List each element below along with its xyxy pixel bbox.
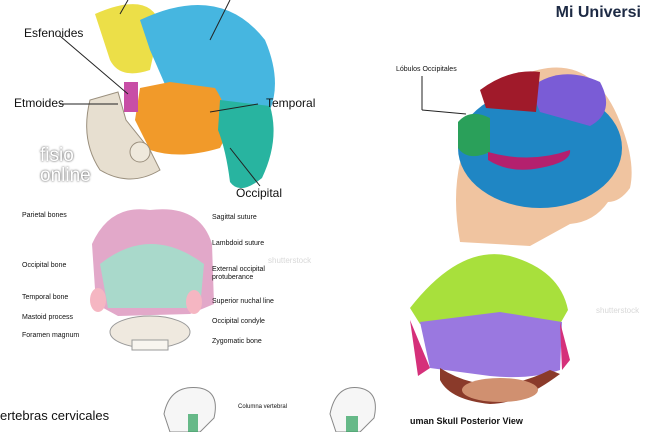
label-protuberance: protuberance xyxy=(212,274,253,281)
skull-posterior-labeled-image[interactable]: Parietal bones Occipital bone Temporal b… xyxy=(0,204,325,370)
label-occipital-bone: Occipital bone xyxy=(22,262,66,269)
label-temporal-bone: Temporal bone xyxy=(22,294,68,301)
label-lambdoid-suture: Lambdoid suture xyxy=(212,240,264,247)
label-temporal: Temporal xyxy=(266,96,315,110)
brand-title: Mi Universi xyxy=(556,4,641,22)
label-etmoides: Etmoides xyxy=(14,96,64,110)
watermark-2: shutterstock xyxy=(596,306,639,315)
label-parietal-bones: Parietal bones xyxy=(22,212,67,219)
label-zygomatic-bone: Zygomatic bone xyxy=(212,338,262,345)
brain-lobes-image[interactable]: Lóbulos Occipitales xyxy=(380,52,649,246)
label-external-occipital: External occipital xyxy=(212,266,265,273)
cervical-drawing xyxy=(160,374,400,432)
cervical-text-tile[interactable]: ertebras cervicales xyxy=(0,374,160,432)
skull-posterior-colored-drawing xyxy=(400,250,649,432)
label-foramen-magnum: Foramen magnum xyxy=(22,332,79,339)
brain-lobes-drawing xyxy=(380,52,649,246)
label-lobulos-occipitales: Lóbulos Occipitales xyxy=(396,66,457,73)
label-occipital: Occipital xyxy=(236,186,282,200)
label-skull-posterior-view: uman Skull Posterior View xyxy=(410,416,523,426)
label-columna-vertebral: Columna vertebral xyxy=(238,404,287,410)
fisio-online-logo: fisio online xyxy=(18,146,108,192)
label-sagittal-suture: Sagittal suture xyxy=(212,214,257,221)
label-mastoid-process: Mastoid process xyxy=(22,314,73,321)
logo-line2: online xyxy=(40,166,91,185)
skull-lateral-image[interactable]: Esfenoides Etmoides Temporal Occipital f… xyxy=(0,0,325,202)
cervical-images-tile[interactable]: Columna vertebral xyxy=(160,374,400,432)
label-superior-nuchal-line: Superior nuchal line xyxy=(212,298,274,305)
label-esfenoides: Esfenoides xyxy=(24,26,83,40)
label-occipital-condyle: Occipital condyle xyxy=(212,318,265,325)
skull-posterior-colored-image[interactable]: shutterstock uman Skull Posterior View xyxy=(400,250,649,432)
logo-line1: fisio xyxy=(40,146,74,165)
watermark: shutterstock xyxy=(268,256,311,265)
skull-posterior-labeled-drawing xyxy=(0,204,325,370)
label-vertebras-cervicales: ertebras cervicales xyxy=(0,408,109,423)
